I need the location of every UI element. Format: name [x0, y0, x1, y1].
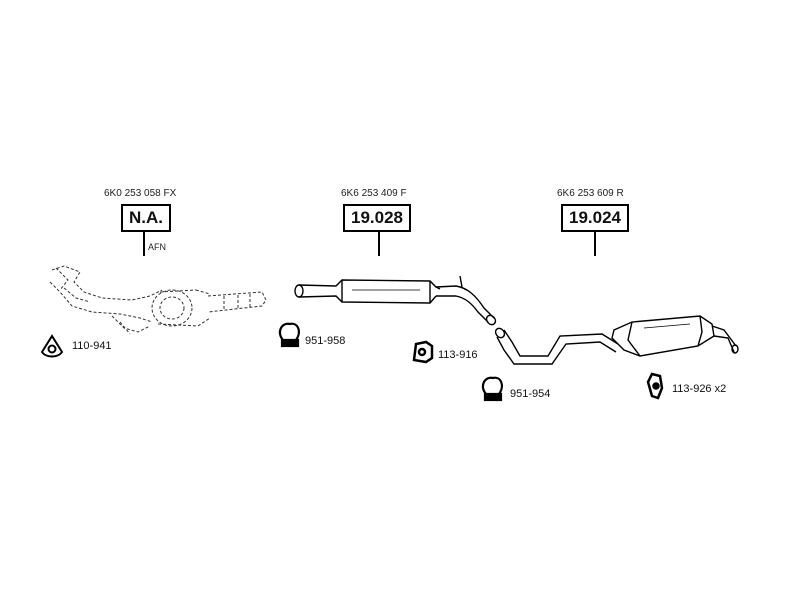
group-3-code-box[interactable]: 19.024 — [561, 204, 629, 232]
gasket-110-941-icon — [40, 334, 64, 358]
middle-silencer-drawing — [294, 275, 497, 326]
group-1-connector-line — [143, 232, 145, 256]
part-label-113-926[interactable]: 113-926 x2 — [672, 383, 727, 395]
clamp-951-958-icon — [278, 322, 300, 348]
group-1-note: AFN — [148, 242, 166, 252]
group-1-code-box[interactable]: N.A. — [121, 204, 171, 232]
group-1-reference: 6K0 253 058 FX — [104, 188, 177, 199]
part-label-110-941[interactable]: 110-941 — [72, 340, 112, 352]
rubber-mount-113-916-icon — [412, 340, 434, 364]
catalytic-converter-drawing — [49, 265, 267, 335]
group-2-code-box[interactable]: 19.028 — [343, 204, 411, 232]
clamp-951-954-icon — [481, 376, 503, 402]
part-label-951-958[interactable]: 951-958 — [305, 335, 346, 347]
part-label-951-954[interactable]: 951-954 — [510, 388, 551, 400]
rear-silencer-drawing — [494, 315, 739, 365]
part-label-113-916[interactable]: 113-916 — [438, 349, 478, 361]
hanger-113-926-icon — [646, 372, 664, 400]
group-3-connector-line — [594, 232, 596, 256]
group-2-reference: 6K6 253 409 F — [341, 188, 407, 199]
group-3-reference: 6K6 253 609 R — [557, 188, 624, 199]
group-2-connector-line — [378, 232, 380, 256]
